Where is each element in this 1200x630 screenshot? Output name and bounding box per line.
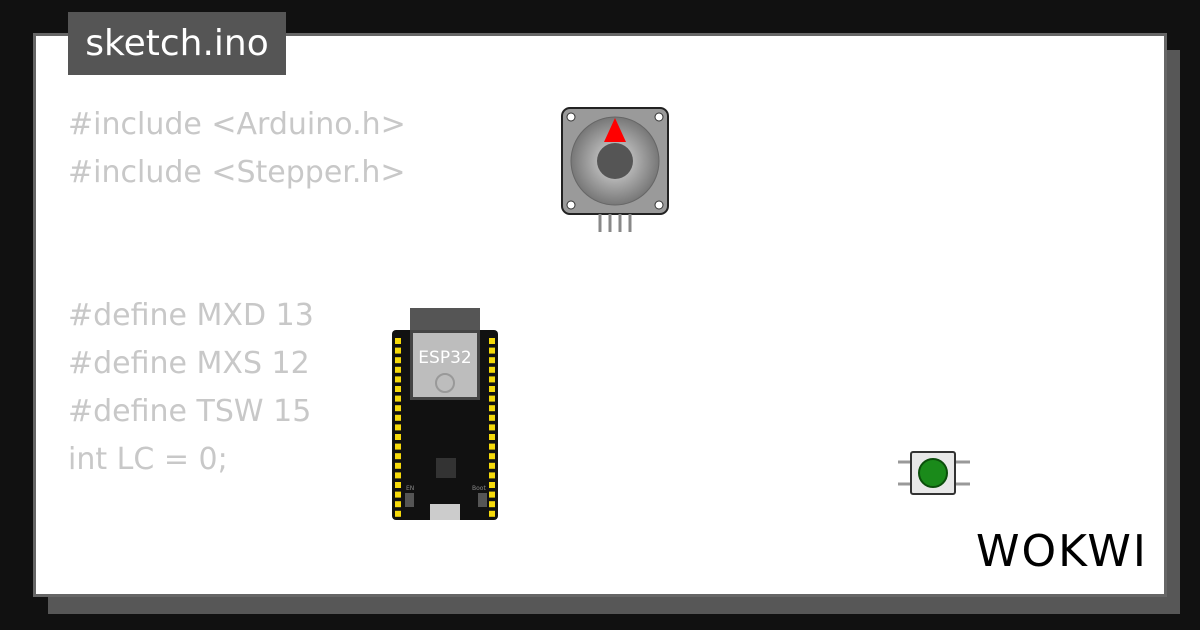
board-pin bbox=[489, 386, 495, 392]
board-pin bbox=[489, 453, 495, 460]
board-pin bbox=[489, 414, 495, 421]
board-pin bbox=[395, 453, 401, 460]
board-pin bbox=[395, 491, 401, 498]
board-pin bbox=[395, 366, 401, 373]
board-pin bbox=[489, 472, 495, 479]
board-pin bbox=[489, 501, 495, 508]
board-pin bbox=[395, 462, 401, 469]
code-line: int LC = 0; bbox=[68, 442, 228, 477]
code-line: #include <Arduino.h> bbox=[68, 107, 406, 142]
board-pin bbox=[395, 443, 401, 450]
board-pin bbox=[395, 414, 401, 421]
stepper-indicator-icon bbox=[604, 118, 626, 142]
wokwi-logo: WOKWI bbox=[976, 526, 1148, 577]
board-pin bbox=[395, 482, 401, 488]
board-pin bbox=[489, 376, 495, 383]
board-pin bbox=[489, 434, 495, 440]
board-pin bbox=[395, 501, 401, 508]
board-pin bbox=[395, 386, 401, 392]
board-pin bbox=[395, 434, 401, 440]
code-line: #define MXS 12 bbox=[68, 346, 310, 381]
board-pin bbox=[395, 347, 401, 354]
board-pin bbox=[489, 347, 495, 354]
code-line: #define TSW 15 bbox=[68, 394, 312, 429]
pushbutton[interactable] bbox=[898, 450, 970, 498]
board-pin bbox=[395, 395, 401, 402]
board-pin bbox=[395, 510, 401, 517]
code-line: #define MXD 13 bbox=[68, 298, 314, 333]
board-pin bbox=[489, 366, 495, 373]
board-pin bbox=[489, 443, 495, 450]
board-pin bbox=[489, 482, 495, 488]
en-label: EN bbox=[406, 485, 414, 492]
board-pin bbox=[489, 491, 495, 498]
boot-label: Boot bbox=[472, 485, 486, 492]
stepper-motor bbox=[561, 107, 669, 232]
board-pin bbox=[395, 376, 401, 383]
esp32-board: ESP32 EN Boot bbox=[392, 308, 498, 520]
button-cap[interactable] bbox=[918, 458, 948, 488]
board-pin bbox=[395, 357, 401, 364]
board-pin bbox=[395, 472, 401, 479]
board-pin bbox=[395, 338, 401, 344]
board-pin bbox=[489, 424, 495, 431]
file-tab[interactable]: sketch.ino bbox=[68, 12, 286, 75]
board-pin bbox=[489, 510, 495, 517]
board-pin bbox=[489, 462, 495, 469]
board-pin bbox=[489, 338, 495, 344]
board-label: ESP32 bbox=[418, 348, 471, 368]
board-pin bbox=[395, 405, 401, 412]
board-pin bbox=[489, 395, 495, 402]
board-pin bbox=[489, 357, 495, 364]
board-pin bbox=[395, 424, 401, 431]
board-pin bbox=[489, 405, 495, 412]
code-line: #include <Stepper.h> bbox=[68, 155, 406, 190]
